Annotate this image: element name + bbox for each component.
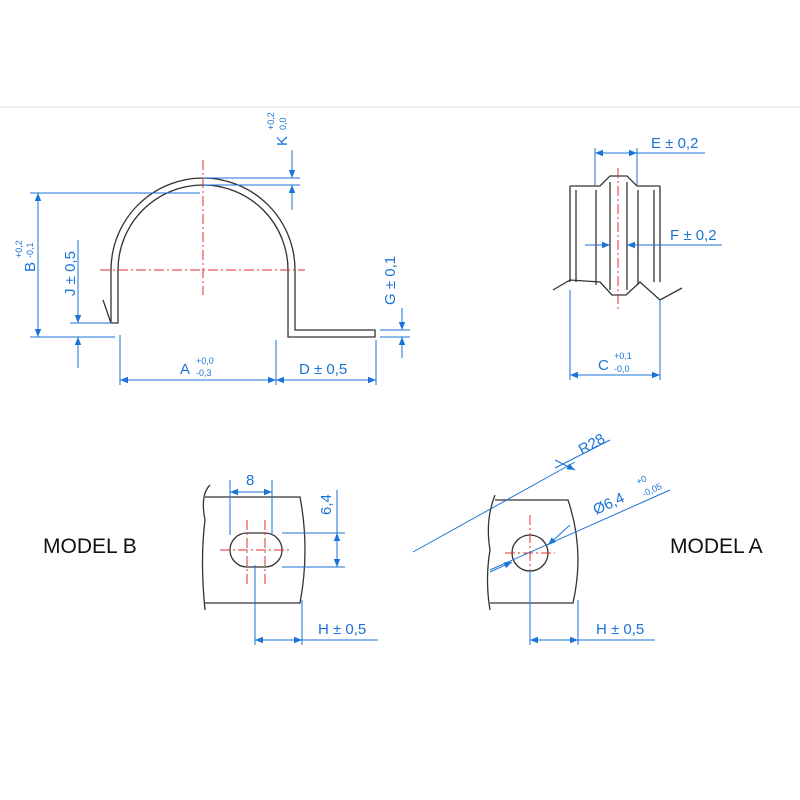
dim-j-label: J ± 0,5 xyxy=(62,251,79,296)
dim-radius-label: R28 xyxy=(576,430,608,458)
dim-c-letter: C xyxy=(598,357,609,374)
clamp-side-view xyxy=(100,160,376,338)
front-top-edge xyxy=(570,175,660,187)
dim-a-tol-upper: +0,0 xyxy=(196,356,214,366)
model-a-outline xyxy=(486,494,496,611)
model-a-label: MODEL A xyxy=(670,535,763,558)
dim-hole-main: Ø6,4 xyxy=(591,489,628,518)
model-b-outline xyxy=(201,484,211,611)
dimension-radius: R28 xyxy=(412,430,611,553)
dimension-slot-width: 8 xyxy=(229,472,273,535)
dimension-slot-height: 6,4 xyxy=(282,490,345,568)
dim-h-model-a-label: H ± 0,5 xyxy=(596,621,644,638)
dim-k-letter: K xyxy=(274,136,291,146)
dim-k-tol-upper: +0,2 xyxy=(266,112,276,130)
dim-e-label: E ± 0,2 xyxy=(651,135,698,152)
dimension-h-model-a: H ± 0,5 xyxy=(529,570,655,645)
dim-c-tol-upper: +0,1 xyxy=(614,351,632,361)
dimension-a-d: A +0,0 -0,3 D ± 0,5 xyxy=(119,335,377,385)
dim-g-label: G ± 0,1 xyxy=(382,256,399,305)
dimension-e: E ± 0,2 xyxy=(594,135,705,186)
model-b-view xyxy=(201,484,306,611)
dim-a-letter: A xyxy=(180,361,190,378)
dimension-h-model-b: H ± 0,5 xyxy=(254,565,378,645)
model-a-view xyxy=(486,494,579,611)
clamp-lip xyxy=(102,299,112,324)
dim-k-tol-lower: 0,0 xyxy=(278,117,288,130)
dim-f-label: F ± 0,2 xyxy=(670,227,717,244)
dim-b-tol-lower: -0,1 xyxy=(25,242,35,258)
dimension-hole-diameter: Ø6,4 +0 -0,05 xyxy=(489,473,671,573)
dim-slot-width-label: 8 xyxy=(246,472,254,489)
dim-a-tol-lower: -0,3 xyxy=(196,368,212,378)
dimension-g: G ± 0,1 xyxy=(380,256,410,358)
dimension-f: F ± 0,2 xyxy=(585,227,722,249)
dim-hole-tol-upper: +0 xyxy=(635,473,649,486)
dim-b-tol-upper: +0,2 xyxy=(14,240,24,258)
dimension-k: K +0,2 0,0 xyxy=(203,112,300,210)
model-b-label: MODEL B xyxy=(43,535,137,558)
dim-b-letter: B xyxy=(22,262,39,272)
dim-d-label: D ± 0,5 xyxy=(299,361,347,378)
dim-c-tol-lower: -0,0 xyxy=(614,364,630,374)
dimension-b: B +0,2 -0,1 xyxy=(14,192,200,338)
clamp-front-view xyxy=(552,168,683,310)
dimension-j: J ± 0,5 xyxy=(62,240,112,368)
dim-slot-height-label: 6,4 xyxy=(318,494,335,515)
dimension-c: C +0,1 -0,0 xyxy=(569,290,661,380)
dim-h-model-b-label: H ± 0,5 xyxy=(318,621,366,638)
clamp-outer-profile xyxy=(110,177,376,338)
